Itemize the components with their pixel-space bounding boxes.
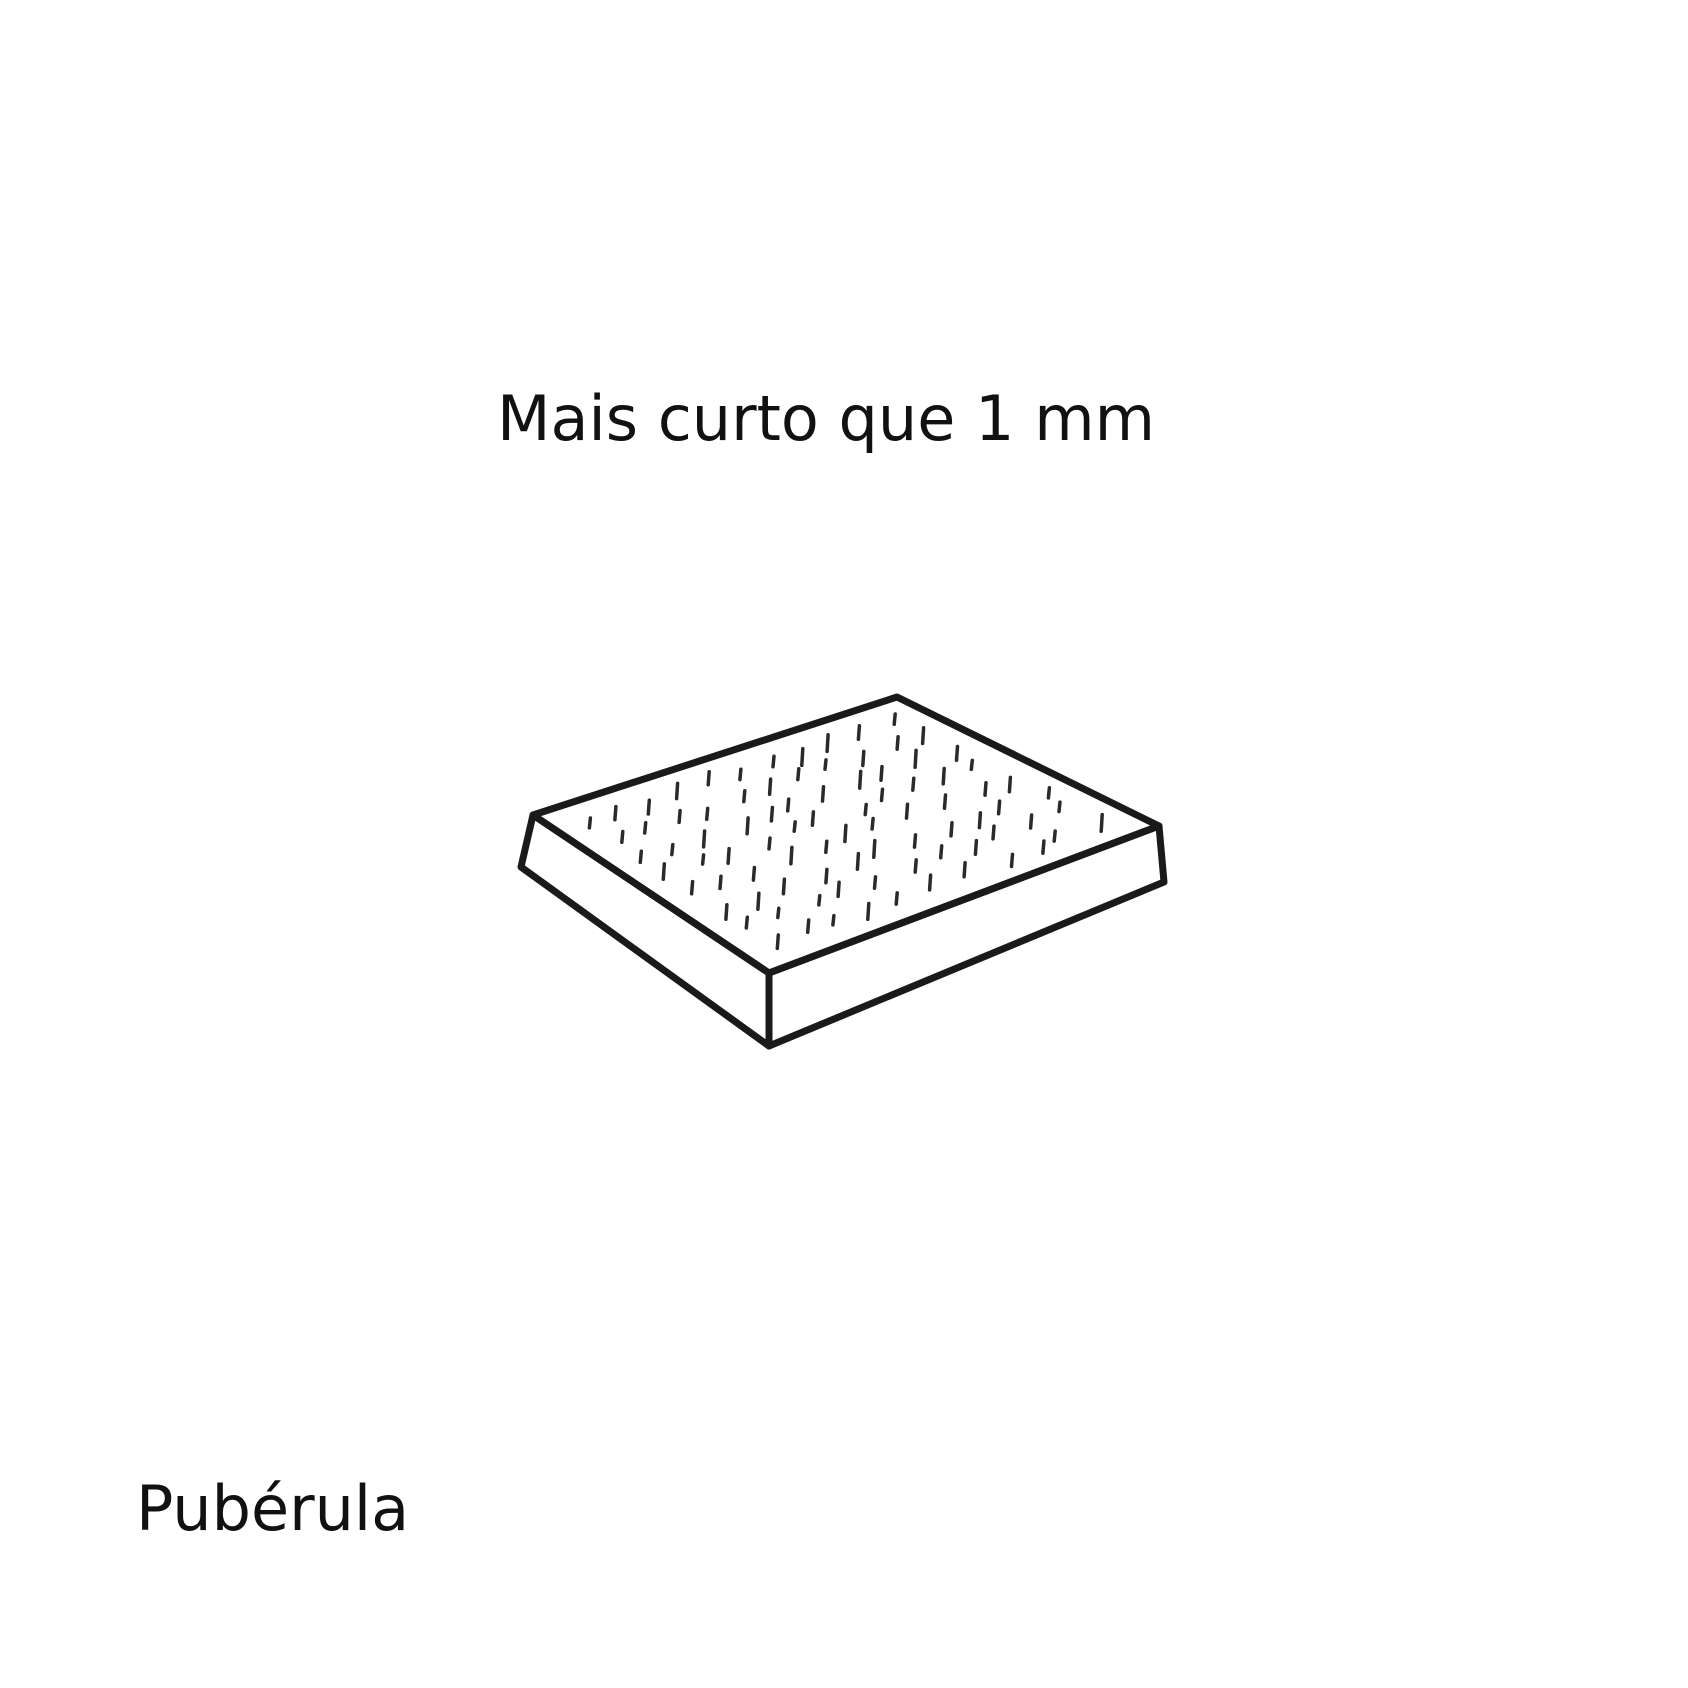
- hair-mark: [792, 820, 797, 833]
- hair-mark: [674, 781, 680, 801]
- hair-length-caption: Mais curto que 1 mm: [497, 382, 1155, 455]
- hair-mark: [996, 799, 1002, 816]
- hair-mark: [700, 853, 706, 866]
- hair-mark: [775, 933, 781, 951]
- hair-mark: [661, 862, 667, 881]
- hair-mark: [817, 893, 822, 907]
- hair-mark: [977, 811, 983, 830]
- hair-mark: [742, 788, 747, 804]
- hair-mark: [1046, 785, 1052, 800]
- hair-mark: [726, 846, 731, 865]
- hair-mark: [973, 838, 979, 856]
- term-label: Pubérula: [136, 1472, 410, 1545]
- hair-mark: [911, 776, 916, 792]
- hair-mark: [870, 816, 875, 831]
- hair-mark: [638, 849, 644, 865]
- hair-mark: [892, 712, 897, 727]
- hair-mark: [912, 833, 918, 849]
- hair-mark: [704, 806, 710, 822]
- hair-mark: [769, 805, 775, 823]
- hair-mark: [949, 821, 954, 838]
- hair-mark: [855, 851, 861, 871]
- slab-right-side: [765, 822, 1168, 1050]
- hair-mark: [861, 749, 866, 768]
- hair-mark: [904, 802, 910, 820]
- hair-mark: [738, 767, 743, 782]
- hair-mark: [677, 808, 682, 825]
- hair-mark: [796, 767, 801, 782]
- hair-mark: [1009, 852, 1015, 869]
- hair-mark: [824, 867, 829, 885]
- hair-mark: [866, 901, 871, 922]
- hair-mark: [642, 820, 648, 835]
- hair-mark: [767, 777, 773, 796]
- hair-mark: [857, 769, 863, 790]
- hair-mark: [1057, 800, 1062, 814]
- hair-mark: [800, 746, 805, 768]
- hair-mark: [745, 816, 750, 836]
- hair-mark: [781, 877, 787, 896]
- hair-mark: [913, 858, 918, 874]
- hair-mark: [895, 734, 900, 751]
- hair-mark: [913, 748, 918, 770]
- hair-mark: [1099, 812, 1104, 834]
- hair-mark: [983, 781, 988, 797]
- hair-mark: [872, 875, 878, 891]
- hair-mark: [872, 838, 877, 860]
- hair-mark: [767, 836, 772, 851]
- hair-mark: [756, 891, 761, 912]
- hair-mark: [751, 865, 757, 882]
- hair-mark: [718, 874, 723, 891]
- hair-mark: [863, 802, 868, 817]
- slab-outline: [517, 693, 1168, 1050]
- hair-mark: [879, 787, 885, 803]
- hair-mark: [820, 784, 826, 803]
- hair-mark: [620, 829, 625, 845]
- hair-mark: [823, 758, 828, 771]
- slab-left-side: [517, 811, 773, 1050]
- hair-mark: [831, 913, 836, 927]
- hair-mark: [856, 724, 862, 741]
- hair-mark: [613, 804, 618, 822]
- hair-mark: [941, 766, 946, 786]
- hair-mark: [962, 860, 967, 879]
- hair-mark: [724, 903, 729, 922]
- hair-mark: [706, 769, 711, 787]
- hair-mark: [843, 823, 848, 844]
- hair-mark: [942, 793, 948, 811]
- hair-mark: [927, 873, 933, 892]
- hair-mark: [689, 879, 695, 896]
- hair-mark: [920, 726, 926, 746]
- short-hairs: [587, 712, 1104, 951]
- hair-mark: [805, 918, 811, 935]
- hair-mark: [646, 798, 652, 816]
- hair-mark: [938, 844, 944, 860]
- hair-mark: [789, 845, 794, 866]
- hair-mark: [744, 915, 750, 930]
- hair-mark: [1052, 829, 1057, 843]
- hair-mark: [836, 880, 841, 899]
- hair-mark: [587, 816, 593, 830]
- hair-mark: [670, 842, 675, 857]
- hair-mark: [825, 733, 830, 754]
- hair-mark: [771, 754, 776, 769]
- hair-mark: [1028, 813, 1034, 830]
- hair-mark: [785, 797, 791, 813]
- hair-mark: [701, 829, 707, 849]
- hair-mark: [824, 839, 829, 855]
- hair-mark: [879, 764, 884, 783]
- hair-mark: [776, 906, 781, 920]
- hair-mark: [810, 810, 816, 827]
- hair-mark: [894, 891, 899, 906]
- hair-mark: [1007, 775, 1013, 794]
- hair-mark: [991, 824, 996, 841]
- hair-mark: [969, 758, 975, 772]
- hair-mark: [954, 744, 960, 762]
- hair-mark: [1041, 839, 1046, 855]
